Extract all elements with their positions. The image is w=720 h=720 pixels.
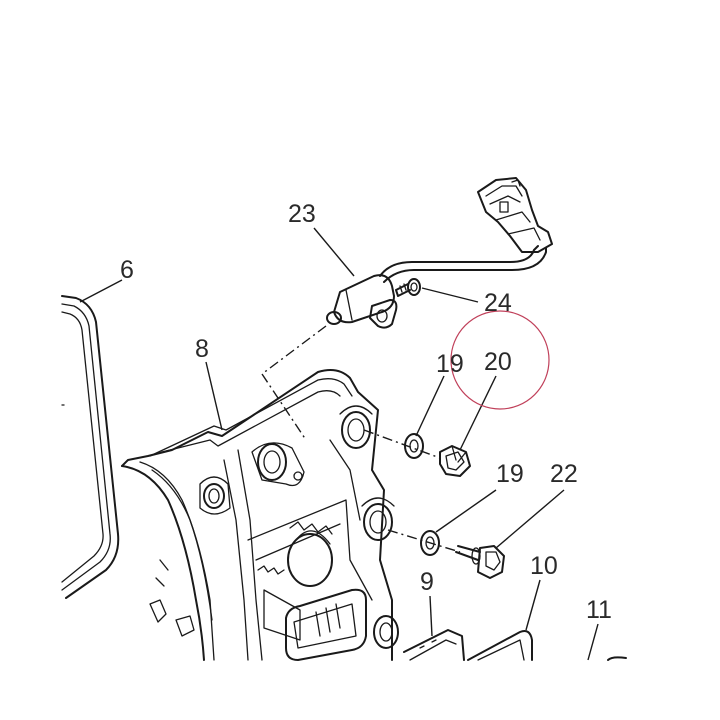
leader-24 xyxy=(421,287,479,303)
part-6-gasket xyxy=(61,295,120,599)
callout-19-lower: 19 xyxy=(496,460,524,488)
part-8-cover-housing xyxy=(121,369,399,661)
callout-8: 8 xyxy=(195,335,209,363)
part-23-sensor-assembly xyxy=(261,177,553,441)
leader-23 xyxy=(313,227,355,277)
part-19-washer-upper xyxy=(363,429,441,459)
part-9-bracket xyxy=(403,629,465,661)
callout-20: 20 xyxy=(484,348,512,376)
leader-6 xyxy=(79,279,123,303)
highlight-circle xyxy=(450,310,550,410)
callout-10: 10 xyxy=(530,552,558,580)
part-10-plate xyxy=(467,630,533,661)
part-24-screw xyxy=(395,278,421,297)
callout-19-upper: 19 xyxy=(436,350,464,378)
leader-9 xyxy=(429,595,433,637)
leader-11 xyxy=(587,623,599,661)
leader-19b xyxy=(435,489,497,533)
callout-11: 11 xyxy=(586,596,612,624)
callout-22: 22 xyxy=(550,460,578,488)
leader-22 xyxy=(495,489,565,549)
callout-9: 9 xyxy=(420,568,434,596)
leader-10 xyxy=(525,579,541,631)
leader-19a xyxy=(415,375,445,437)
part-19-washer-lower xyxy=(387,529,461,556)
callout-6: 6 xyxy=(120,256,134,284)
leader-20 xyxy=(459,375,497,451)
callout-23: 23 xyxy=(288,200,316,228)
part-20-plug xyxy=(439,445,471,477)
callout-24: 24 xyxy=(484,289,512,317)
part-22-bolt xyxy=(455,545,505,579)
leader-8 xyxy=(205,361,223,431)
part-11-part xyxy=(607,656,627,661)
leader-lines xyxy=(79,227,599,661)
